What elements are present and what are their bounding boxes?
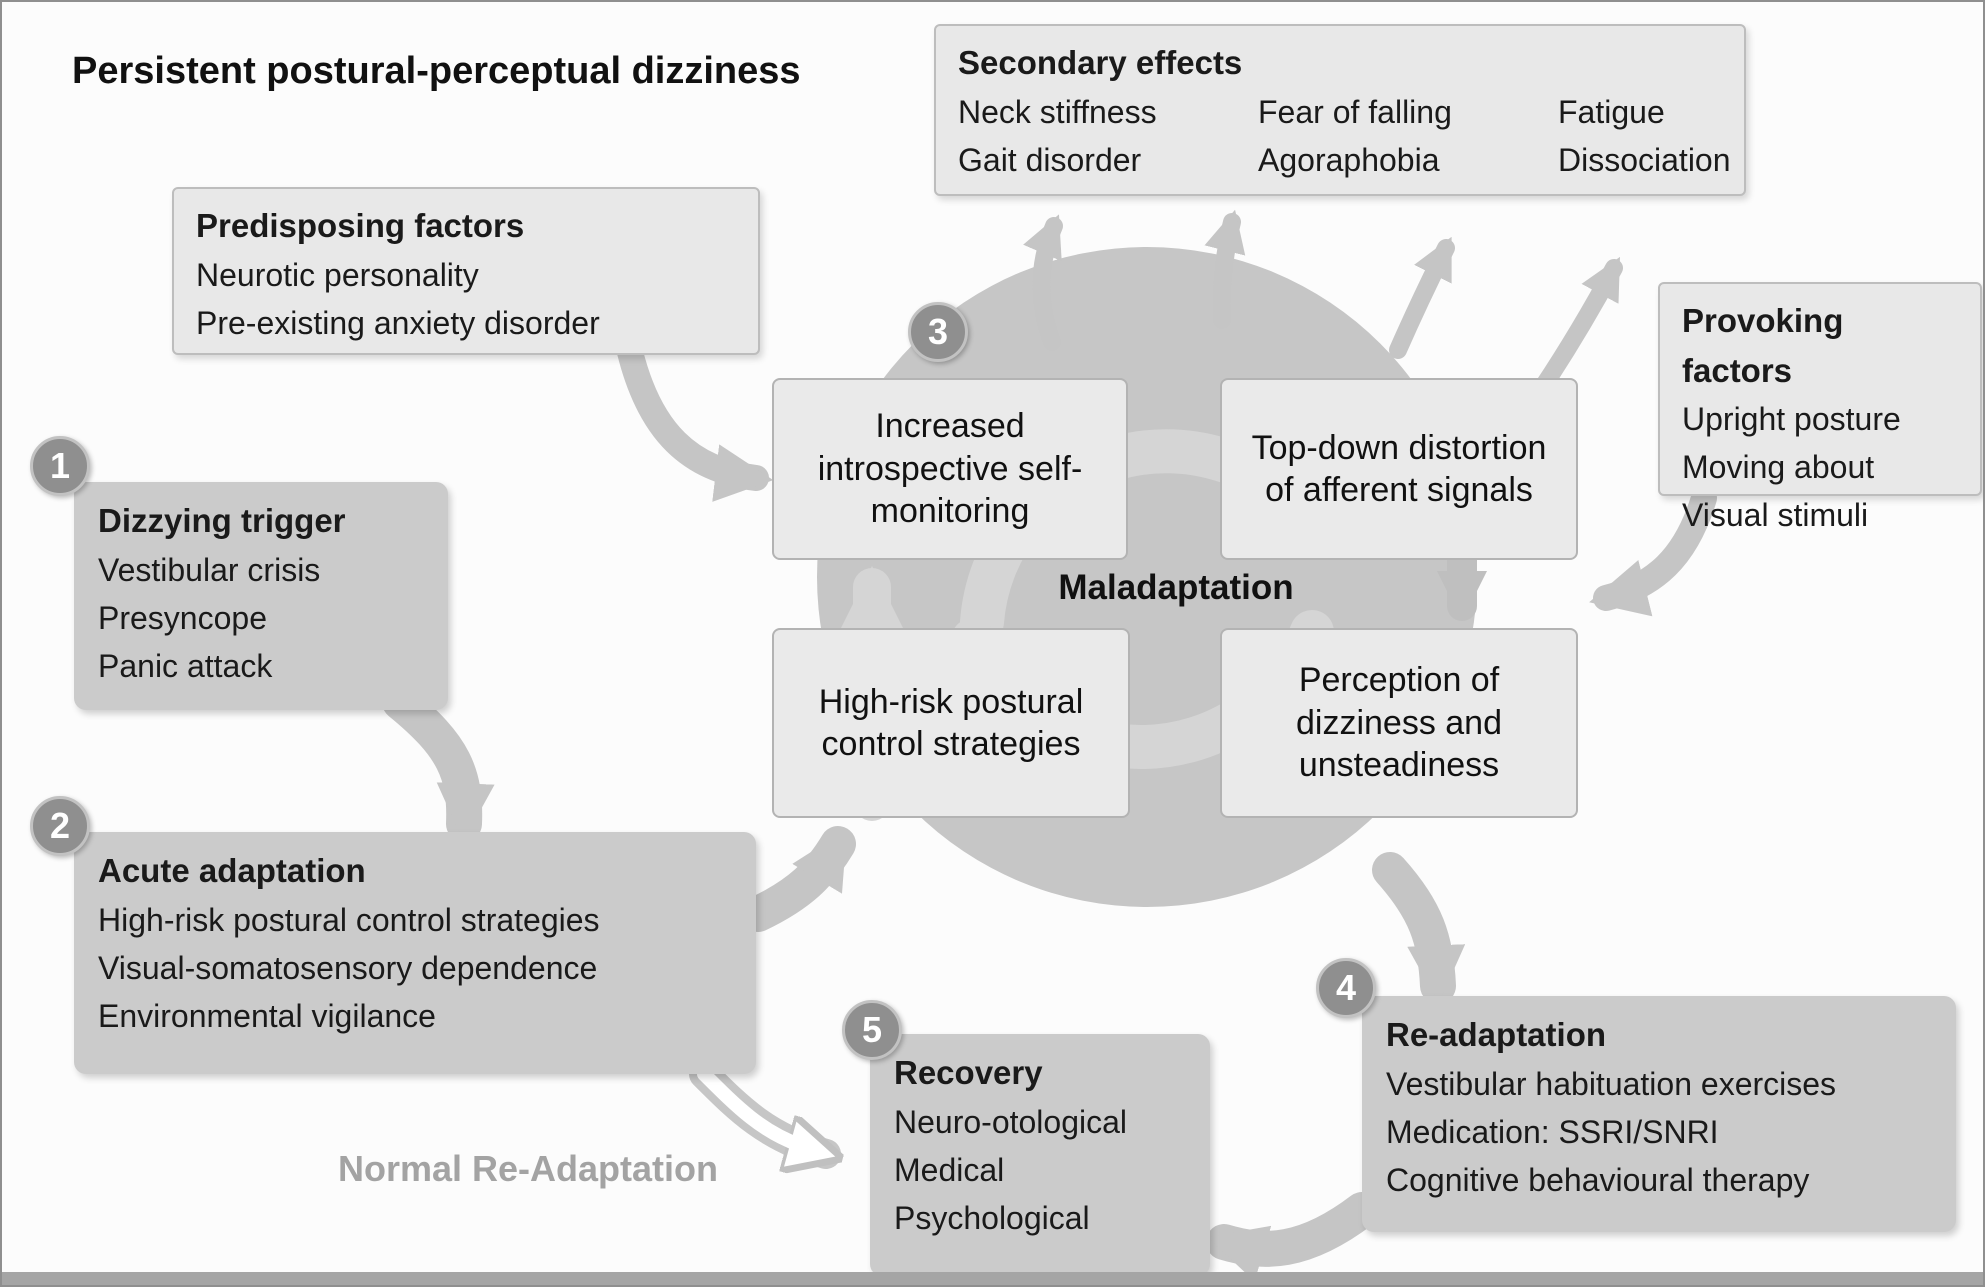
predisposing-item: Neurotic personality [196,256,479,293]
badge-2: 2 [30,796,90,856]
provoking-title: Provoking factors [1682,302,1844,389]
re-adaptation-box: Re-adaptation Vestibular habituation exe… [1362,996,1956,1232]
recovery-item: Psychological [894,1199,1090,1236]
secondary-item: Fatigue [1558,93,1665,130]
provoking-item: Upright posture [1682,401,1901,437]
badge-1: 1 [30,436,90,496]
bottom-border-strip [2,1272,1983,1285]
dizzying-trigger-title: Dizzying trigger [98,502,346,539]
recovery-box: Recovery Neuro-otological Medical Psycho… [870,1034,1210,1276]
re-adaptation-item: Vestibular habituation exercises [1386,1065,1837,1102]
secondary-item: Gait disorder [958,141,1142,178]
badge-3: 3 [908,302,968,362]
secondary-effects-title: Secondary effects [958,44,1243,81]
provoking-item: Moving about [1682,449,1875,485]
acute-adaptation-item: High-risk postural control strategies [98,901,600,938]
badge-5: 5 [842,1000,902,1060]
predisposing-title: Predisposing factors [196,207,525,244]
normal-readaptation-label: Normal Re-Adaptation [338,1148,719,1189]
secondary-item: Neck stiffness [958,93,1157,130]
secondary-item: Fear of falling [1258,93,1452,130]
cycle-node-topdown: Top-down distortion of afferent signals [1220,378,1578,560]
secondary-effects-box: Secondary effects Neck stiffness Fear of… [934,24,1746,196]
acute-adaptation-item: Visual-somatosensory dependence [98,949,598,986]
recovery-item: Neuro-otological [894,1103,1128,1140]
badge-4: 4 [1316,958,1376,1018]
acute-adaptation-item: Environmental vigilance [98,997,436,1034]
dizzying-trigger-item: Vestibular crisis [98,551,321,588]
maladaptation-label: Maladaptation [1058,568,1294,607]
secondary-item: Dissociation [1558,141,1731,178]
dizzying-trigger-box: Dizzying trigger Vestibular crisis Presy… [74,482,448,710]
secondary-item: Agoraphobia [1258,141,1440,178]
re-adaptation-item: Medication: SSRI/SNRI [1386,1113,1719,1150]
dizzying-trigger-item: Panic attack [98,647,273,684]
predisposing-item: Pre-existing anxiety disorder [196,304,600,341]
recovery-item: Medical [894,1151,1005,1188]
cycle-node-highrisk: High-risk postural control strategies [772,628,1130,818]
provoking-factors-box: Provoking factors Upright posture Moving… [1658,282,1982,533]
acute-adaptation-box: Acute adaptation High-risk postural cont… [74,832,756,1074]
recovery-title: Recovery [894,1054,1043,1091]
provoking-item: Visual stimuli [1682,497,1869,533]
secondary-effects-grid: Neck stiffness Fear of falling Fatigue G… [958,88,1731,184]
re-adaptation-title: Re-adaptation [1386,1016,1607,1053]
acute-adaptation-title: Acute adaptation [98,852,366,889]
page-title: Persistent postural-perceptual dizziness [72,50,801,92]
re-adaptation-item: Cognitive behavioural therapy [1386,1161,1810,1198]
cycle-node-introspective: Increased introspective self-monitoring [772,378,1128,560]
predisposing-factors-box: Predisposing factors Neurotic personalit… [172,187,760,355]
dizzying-trigger-item: Presyncope [98,599,267,636]
cycle-node-perception: Perception of dizziness and unsteadiness [1220,628,1578,818]
